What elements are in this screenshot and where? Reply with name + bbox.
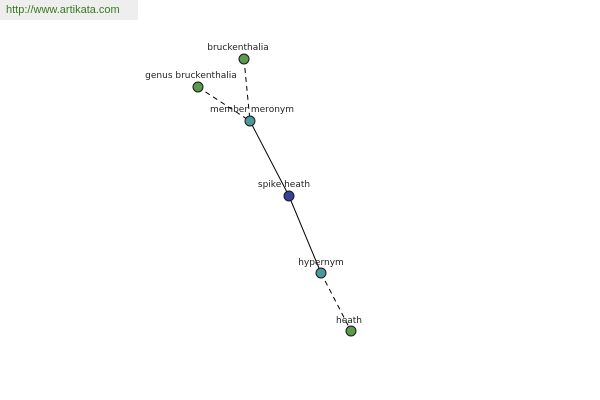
node-bruckenthalia[interactable]: bruckenthalia <box>207 43 269 65</box>
node-label-heath: heath <box>336 316 362 326</box>
node-label-member-meronym: member meronym <box>210 105 294 115</box>
node-member-meronym[interactable]: member meronym <box>210 105 294 127</box>
node-circle-bruckenthalia[interactable] <box>238 53 250 65</box>
site-watermark: http://www.artikata.com <box>0 0 138 20</box>
edge-hypernym-to-heath <box>320 272 352 332</box>
node-genus-bruckenthalia[interactable]: genus bruckenthalia <box>145 71 237 93</box>
node-heath[interactable]: heath <box>336 316 362 337</box>
node-label-hypernym: hypernym <box>298 258 344 268</box>
node-circle-member-meronym[interactable] <box>244 115 256 127</box>
edge-genus-bruckenthalia-to-member-meronym <box>197 86 251 122</box>
node-circle-genus-bruckenthalia[interactable] <box>192 81 204 93</box>
graph-edges <box>197 58 352 332</box>
graph-nodes: bruckenthalia genus bruckenthalia member m… <box>145 43 362 337</box>
node-label-bruckenthalia: bruckenthalia <box>207 43 268 53</box>
node-label-spike-heath: spike heath <box>258 180 310 190</box>
node-circle-heath[interactable] <box>345 325 357 337</box>
node-circle-hypernym[interactable] <box>315 267 327 279</box>
edge-bruckenthalia-to-member-meronym <box>243 58 251 122</box>
node-label-genus-bruckenthalia: genus bruckenthalia <box>145 71 237 81</box>
node-spike-heath[interactable]: spike heath <box>258 180 310 202</box>
node-hypernym[interactable]: hypernym <box>298 258 344 279</box>
edge-spike-heath-to-hypernym <box>288 195 322 274</box>
node-circle-spike-heath[interactable] <box>283 190 295 202</box>
edge-member-meronym-to-spike-heath <box>249 120 290 197</box>
